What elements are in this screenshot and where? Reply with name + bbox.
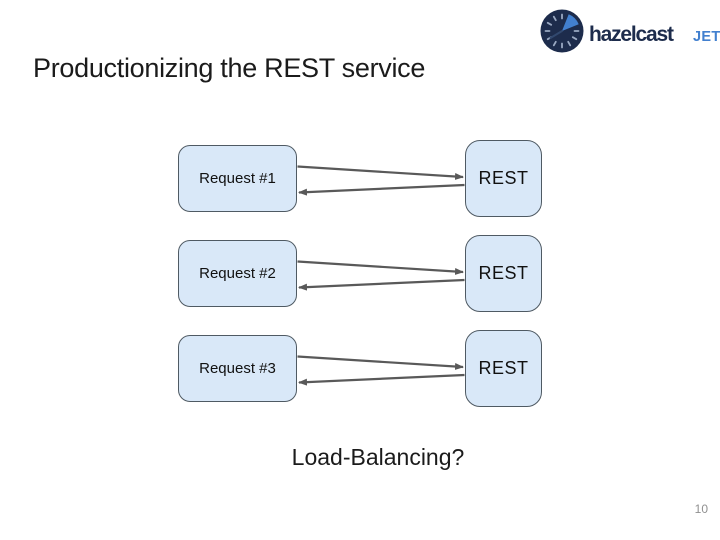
rest-box-2: REST xyxy=(465,235,542,312)
request-box-2-label: Request #2 xyxy=(199,265,276,282)
request-box-2: Request #2 xyxy=(178,240,297,307)
rest-box-1-label: REST xyxy=(478,168,529,188)
logo-blue-wedge xyxy=(562,14,579,32)
arrow-request2-to-rest xyxy=(297,260,464,275)
request-box-3: Request #3 xyxy=(178,335,297,402)
rest-box-2-label: REST xyxy=(478,263,529,283)
request-box-3-label: Request #3 xyxy=(199,360,276,377)
logo-needle xyxy=(549,30,563,39)
arrow-rest-to-request1 xyxy=(298,183,465,196)
logo-brand-text: hazelcast xyxy=(589,23,674,46)
slide-title: Productionizing the REST service xyxy=(33,53,426,83)
arrow-request1-to-rest xyxy=(297,165,464,180)
arrow-rest-to-request3 xyxy=(298,373,465,386)
load-balancing-caption: Load-Balancing? xyxy=(291,444,465,470)
request-box-1: Request #1 xyxy=(178,145,297,212)
arrow-request3-to-rest xyxy=(297,355,464,370)
rest-box-1: REST xyxy=(465,140,542,217)
rest-box-3-label: REST xyxy=(478,358,529,378)
arrow-rest-to-request2 xyxy=(298,278,465,291)
hazelcast-jet-logo: hazelcast JET xyxy=(540,9,720,53)
page-number: 10 xyxy=(694,502,708,516)
request-box-1-label: Request #1 xyxy=(199,170,276,187)
hazelcast-logo-icon xyxy=(540,9,584,53)
rest-box-3: REST xyxy=(465,330,542,407)
logo-product-text: JET xyxy=(693,29,720,45)
